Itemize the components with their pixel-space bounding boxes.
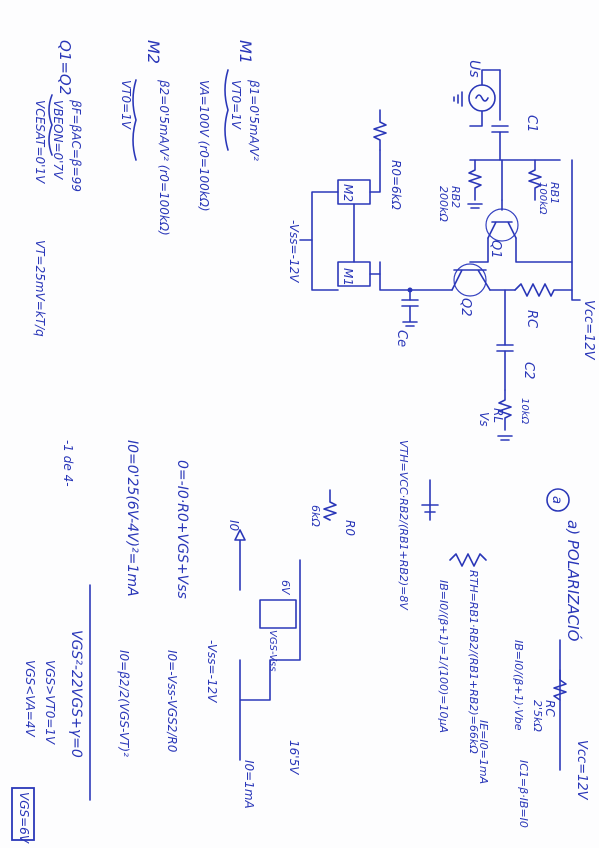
equation-5: VGS²-22VGS+γ=0 [68, 630, 84, 758]
vcc-label: Vcc=12V [581, 300, 596, 361]
equation-7: VGS<VA=4V [23, 660, 37, 737]
q-vbe: VBEON=0'7V [51, 100, 65, 180]
m2-vto: VT0=1V [119, 80, 133, 130]
rb2-resistor-icon [468, 159, 482, 201]
equation-2: I0=-Vss-VGS2/R0 [165, 650, 179, 753]
m2-beta: β2=0'5mA/V² (r0=100kΩ) [157, 79, 171, 236]
q1-label: Q1 [488, 240, 503, 259]
ib-eq-2: IB=I0/(β+1)·Vbe [512, 640, 525, 731]
page-number: -1 de 4- [61, 440, 75, 487]
analysis-vcc: Vcc=12V [574, 740, 589, 801]
q-vcesat: VCESAT=0'1V [33, 100, 47, 184]
q2-label: Q2 [458, 298, 473, 317]
transistor-q2-icon [453, 263, 487, 297]
capacitor-c2-icon [496, 344, 514, 352]
analysis-title: a) POLARIZACIÓ [564, 520, 583, 642]
rl-value: 10kΩ [519, 398, 530, 425]
m1-vto: VT0=1V [229, 80, 243, 130]
q-beta: βF=βAC=β=99 [69, 99, 83, 192]
vth-eq: VTH=VCC·RB2/(RB1+RB2)=8V [397, 440, 410, 611]
i0-1ma: I0=1mA [242, 760, 256, 809]
v16: 16'5V [287, 740, 301, 775]
rb1-resistor-icon [528, 159, 542, 201]
capacitor-ce-icon [401, 299, 419, 307]
device-parameters: M1 β1=0'5mA/V² VT0=1V VA=100V (r0=100kΩ)… [33, 40, 261, 337]
result-box [11, 787, 35, 841]
ib-eq: IB=I0/(β+1)=1/(100)=10μA [437, 580, 450, 733]
rb1-value: 100kΩ [537, 182, 548, 215]
q-title: Q1=Q2 [56, 40, 74, 95]
m2-title: M2 [144, 40, 163, 64]
sine-icon [475, 94, 489, 102]
ro-resistor-icon [373, 109, 387, 151]
node-6v: 6V [279, 580, 292, 596]
bias-analysis: a a) POLARIZACIÓ Vcc=12V RC 2'5kΩ RTH=RB… [11, 440, 589, 844]
ic-eq: IC1=β·IB=I0 [517, 760, 530, 828]
rl-label: RL [491, 408, 505, 423]
rb2-label: RB2 [449, 186, 462, 208]
ro-label: R0=6kΩ [389, 160, 403, 211]
vgs-vss: VGS-Vss [267, 630, 278, 671]
equation-4: I0=β2/2(VGS-VT)² [117, 650, 131, 757]
m1-beta: β1=0'5mA/V² [247, 79, 261, 161]
i0-label: I0 [227, 520, 241, 532]
us-label: Us [466, 60, 482, 78]
rth-eq: RTH=RB1·RB2/(RB1+RB2)=66kΩ [467, 570, 480, 754]
m2-label: M2 [341, 184, 355, 202]
equation-6: VGS>VT0=1V [43, 660, 57, 745]
equation-1: 0=-I0·R0+VGS+Vss [174, 460, 190, 599]
m1-title: M1 [236, 40, 255, 64]
vs-out-label: Vs [477, 412, 491, 426]
m1-va: VA=100V (r0=100kΩ) [197, 80, 211, 212]
analysis-rc-val: 2'5kΩ [531, 700, 544, 732]
equation-3: I0=0'25(6V-4V)²=1mA [124, 440, 140, 597]
c1-label: C1 [524, 115, 539, 132]
capacitor-c1-icon [491, 125, 509, 133]
circuit-schematic-1: Us C1 RB2 200kΩ RB1 100kΩ Vcc=12V Q1 Q2 [287, 60, 596, 441]
transistor-q1-icon [485, 208, 519, 242]
mosfet-analysis-icon [259, 599, 297, 629]
rb2-value: 200kΩ [437, 186, 450, 222]
rc-resistor-icon [514, 283, 573, 297]
analysis-rc: RC [543, 700, 557, 717]
rc-label: RC [524, 310, 539, 329]
rb1-label: RB1 [548, 182, 561, 204]
ic-eq-2: IE=I0=1mA [477, 720, 490, 784]
analysis-ro: R0 [343, 520, 357, 536]
analysis-vss: -Vss=-12V [205, 640, 219, 703]
q-vt: VT=25mV=kT/q [33, 240, 47, 337]
m1-label: M1 [341, 268, 355, 286]
vss-label: -Vss=-12V [287, 220, 301, 283]
rl-resistor-icon [498, 389, 512, 431]
result: VGS=6V [17, 792, 31, 844]
analysis-ro-val: 6kΩ [309, 505, 322, 527]
svg-text:a: a [549, 496, 564, 504]
c2-label: C2 [521, 362, 536, 379]
ce-label: Ce [394, 330, 409, 347]
